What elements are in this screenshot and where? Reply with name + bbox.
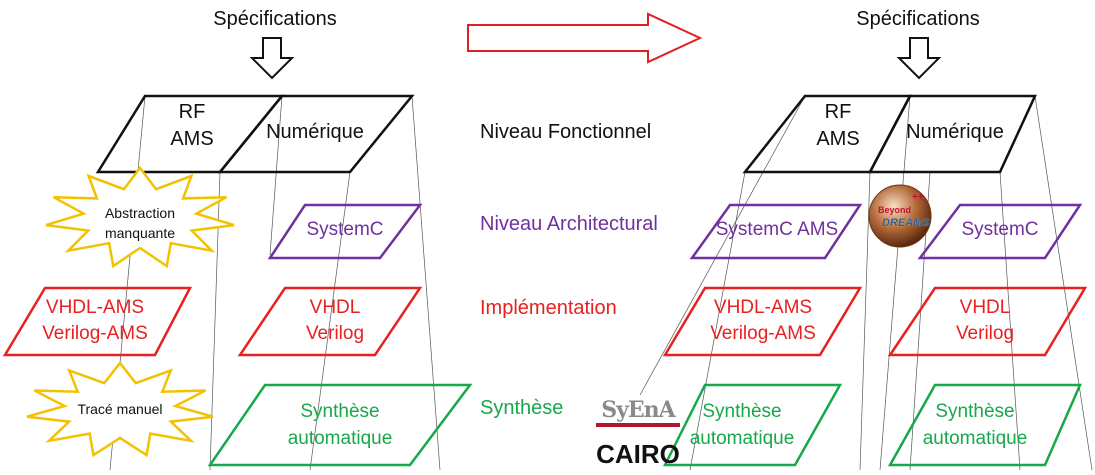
- left-numerique-label: Numérique: [266, 121, 364, 143]
- right-projection-lines: [639, 95, 1093, 471]
- right-numerique-block: [867, 94, 1037, 174]
- right-vhdl-label: VHDL: [959, 297, 1011, 318]
- left-synthesis-block: [207, 383, 473, 467]
- dreams-logo-text: DREAMS: [882, 217, 930, 229]
- right-synthesis-block-b: [887, 383, 1082, 467]
- beyond-logo-text: Beyond: [878, 205, 912, 215]
- right-systemc-block: [917, 203, 1083, 260]
- left-ams-label: AMS: [170, 128, 214, 150]
- left-vhdl-ams-block: [2, 286, 193, 357]
- syena-logo-text: SyEnA: [601, 397, 676, 423]
- level-implementation-label: Implémentation: [480, 297, 617, 319]
- abstraction-burst-shape: [45, 165, 235, 269]
- right-ams-label: AMS: [816, 128, 860, 150]
- right-specifications-label: Spécifications: [856, 8, 980, 30]
- right-synth-b-line1: Synthèse: [935, 401, 1015, 422]
- right-verilog-ams-label: Verilog-AMS: [710, 323, 816, 344]
- right-vhdl-block: [887, 286, 1088, 357]
- level-architectural-label: Niveau Architectural: [480, 213, 658, 235]
- trace-burst-shape: [26, 360, 214, 458]
- left-systemc-block: [267, 203, 423, 260]
- left-synth-line1: Synthèse: [300, 401, 380, 422]
- left-verilog-label: Verilog: [305, 323, 365, 344]
- right-systemc-ams-block: [689, 203, 863, 260]
- right-rf-label: RF: [824, 101, 852, 123]
- plusplus-logo-text: ++: [912, 192, 924, 203]
- left-synth-line2: automatique: [287, 428, 393, 449]
- left-projection-lines: [109, 95, 441, 471]
- transition-arrow-icon: [467, 12, 703, 64]
- syena-logo-underline: [596, 423, 680, 427]
- right-numerique-label: Numérique: [906, 121, 1004, 143]
- right-synth-b-line2: automatique: [922, 428, 1028, 449]
- left-down-arrow-icon: [249, 37, 295, 80]
- cairo-logo-text: CAIRO: [596, 439, 680, 469]
- left-systemc-label: SystemC: [306, 219, 384, 240]
- left-numerique-block: [217, 94, 415, 174]
- left-vhdl-block: [237, 286, 423, 357]
- right-synthesis-block-a: [662, 383, 843, 467]
- left-vhdl-ams-label: VHDL-AMS: [45, 297, 145, 318]
- left-specifications-label: Spécifications: [213, 8, 337, 30]
- right-vhdl-ams-label: VHDL-AMS: [713, 297, 813, 318]
- level-functional-label: Niveau Fonctionnel: [480, 121, 652, 143]
- right-synth-a-line1: Synthèse: [702, 401, 782, 422]
- trace-burst-label: Tracé manuel: [77, 401, 163, 417]
- right-vhdl-ams-block: [662, 286, 863, 357]
- right-verilog-label: Verilog: [955, 323, 1015, 344]
- left-rf-label: RF: [178, 101, 206, 123]
- abstraction-burst-line2: manquante: [104, 225, 176, 241]
- right-systemc-label: SystemC: [961, 219, 1039, 240]
- left-verilog-ams-label: Verilog-AMS: [42, 323, 148, 344]
- level-synthesis-label: Synthèse: [480, 397, 564, 419]
- right-systemc-ams-label: SystemC AMS: [715, 219, 839, 240]
- abstraction-burst-line1: Abstraction: [104, 205, 176, 221]
- right-down-arrow-icon: [896, 37, 942, 80]
- right-synth-a-line2: automatique: [689, 428, 795, 449]
- left-vhdl-label: VHDL: [309, 297, 361, 318]
- beyond-dreams-logo: [868, 184, 932, 248]
